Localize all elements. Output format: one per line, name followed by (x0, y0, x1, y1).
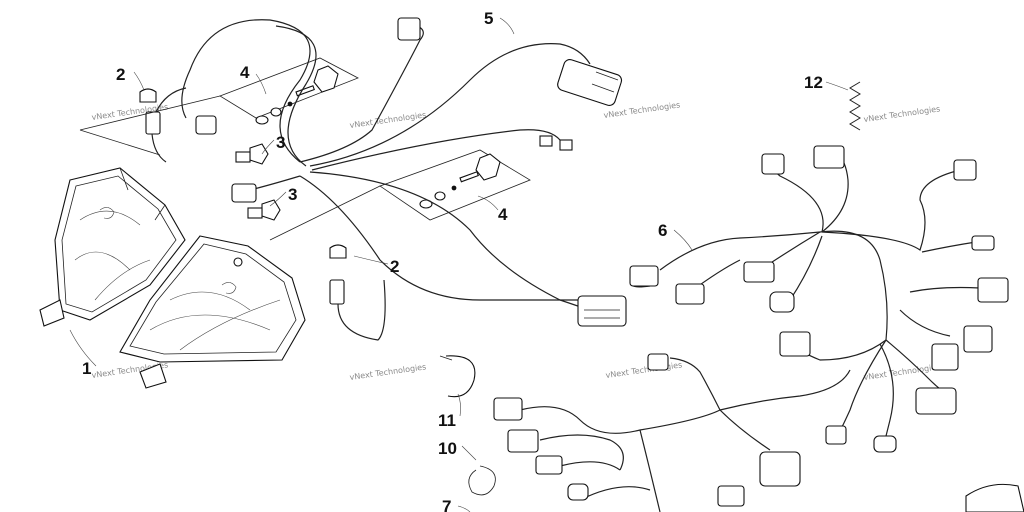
callout-4: 4 (240, 63, 250, 82)
headlight-assembly-left (39, 167, 186, 327)
callout-12: 12 (804, 73, 823, 92)
rear-harness (493, 353, 851, 512)
callout-2: 2 (390, 257, 399, 276)
callout-6: 6 (658, 221, 667, 240)
watermark: vNext Technologies (349, 110, 427, 130)
main-harness (629, 145, 1009, 453)
callouts: 2 4 3 3 2 4 5 6 1 11 10 7 12 (82, 9, 823, 512)
leader-lines (69, 17, 849, 512)
callout-2: 2 (116, 65, 125, 84)
bulb-socket-upper (139, 87, 187, 163)
callout-3: 3 (288, 185, 297, 204)
adjuster-kit-upper (79, 57, 359, 156)
watermark: vNext Technologies (863, 104, 941, 124)
callout-1: 1 (82, 359, 91, 378)
headlight-assembly-right (119, 235, 306, 389)
callout-11: 11 (438, 411, 456, 430)
callout-7: 7 (442, 497, 451, 512)
bulb-socket-lower (329, 244, 386, 341)
grommet (965, 483, 1024, 512)
callout-5: 5 (484, 9, 493, 28)
spring-12 (849, 81, 861, 131)
watermark: vNext Technologies (349, 362, 427, 382)
callout-10: 10 (438, 439, 457, 458)
watermark: vNext Technologies (603, 100, 681, 120)
headlight-bulb-lower (247, 199, 281, 221)
watermark: vNext Technologies (605, 360, 683, 380)
headlight-harness (181, 17, 627, 327)
clip-10 (468, 465, 496, 496)
headlight-bulb-upper (235, 143, 269, 165)
adjuster-kit-lower (269, 149, 531, 241)
clamp-11 (439, 355, 476, 398)
callout-4: 4 (498, 205, 508, 224)
callout-3: 3 (276, 133, 285, 152)
